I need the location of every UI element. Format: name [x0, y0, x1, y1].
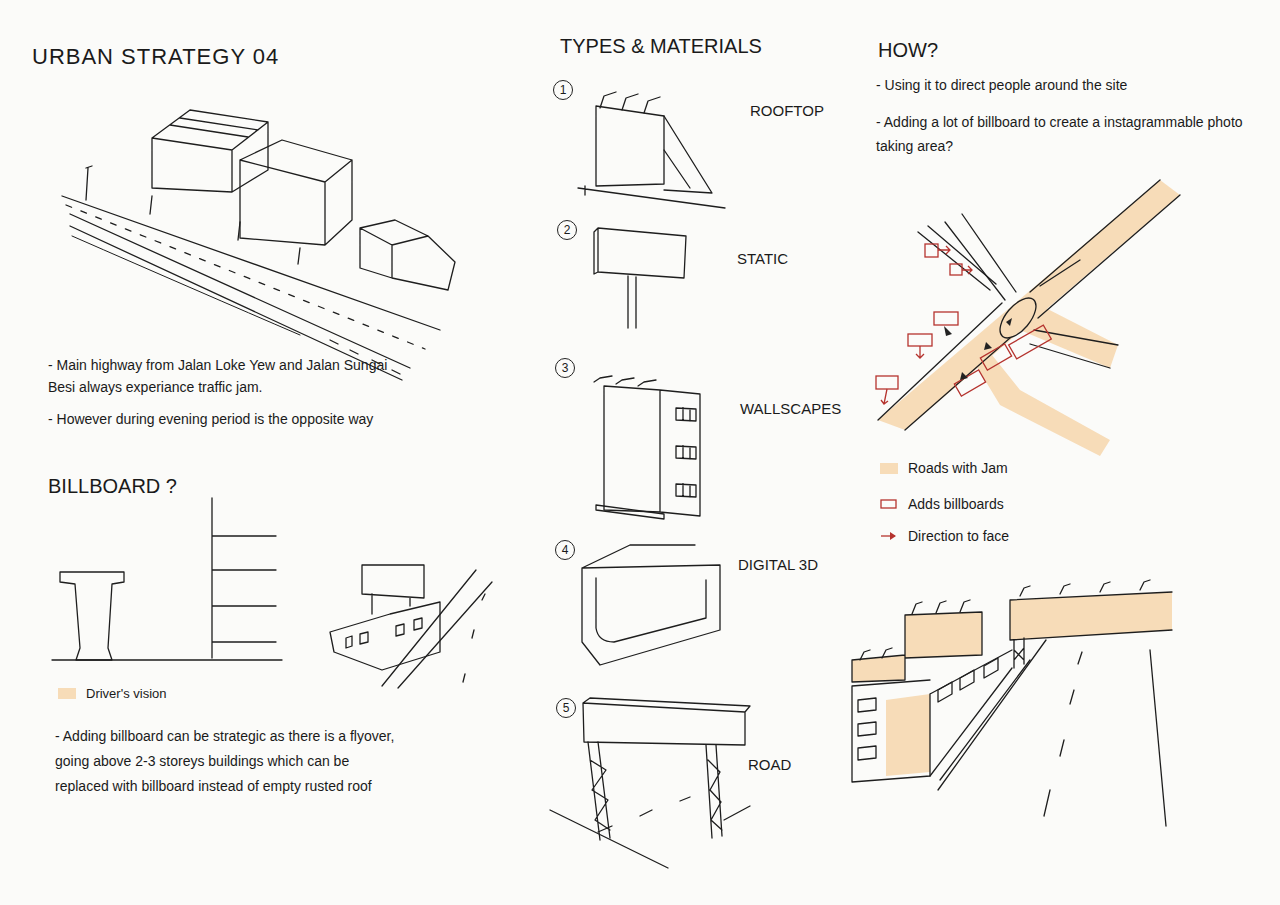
- type-name: ROAD: [748, 756, 791, 774]
- note-text: - Adding billboard can be strategic as t…: [55, 724, 400, 799]
- legend-swatch: [880, 463, 898, 474]
- note-text: - Using it to direct people around the s…: [876, 74, 1266, 96]
- legend-item: Driver's vision: [58, 686, 167, 701]
- callout-number: 2: [557, 220, 577, 240]
- note-text: - However during evening period is the o…: [48, 408, 448, 430]
- note-text: - Main highway from Jalan Loke Yew and J…: [48, 354, 418, 398]
- type-name: STATIC: [737, 250, 788, 268]
- legend-swatch: [58, 688, 76, 699]
- type-name: WALLSCAPES: [740, 400, 841, 418]
- note-text: - Adding a lot of billboard to create a …: [876, 110, 1266, 158]
- billboard-symbol: [880, 498, 898, 510]
- legend-text: Roads with Jam: [908, 460, 1008, 476]
- legend-text: Direction to face: [908, 528, 1009, 544]
- section-heading: TYPES & MATERIALS: [560, 34, 762, 58]
- section-heading: HOW?: [878, 38, 938, 62]
- legend-text: Driver's vision: [86, 686, 167, 701]
- sheet-title: URBAN STRATEGY 04: [32, 44, 279, 70]
- legend-item: Roads with Jam: [880, 460, 1008, 476]
- callout-number: 4: [555, 540, 575, 560]
- callout-number: 5: [556, 698, 576, 718]
- section-heading: BILLBOARD ?: [48, 474, 177, 498]
- callout-number: 1: [553, 80, 573, 100]
- type-name: ROOFTOP: [750, 102, 824, 120]
- legend-text: Adds billboards: [908, 496, 1004, 512]
- callout-number: 3: [555, 358, 575, 378]
- arrow-symbol: [880, 530, 898, 542]
- legend-item: Adds billboards: [880, 496, 1004, 512]
- type-name: DIGITAL 3D: [738, 556, 818, 574]
- legend-item: Direction to face: [880, 528, 1009, 544]
